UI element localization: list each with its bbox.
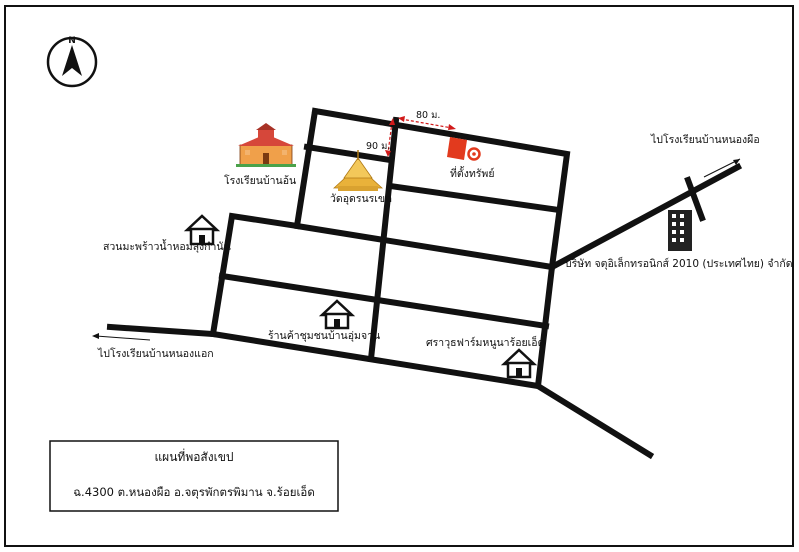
north-arrow-icon: N [46, 36, 98, 88]
property-label: ที่ตั้งทรัพย์ [450, 166, 495, 180]
temple-label: วัดอุดรนรเขต [330, 193, 392, 205]
arrow-to-nongmue-icon [703, 158, 741, 178]
company-label: บริษัท จตุอิเล็กทรอนิกส์ 2010 (ประเทศไทย… [565, 256, 793, 270]
distance-arrow-horizontal [398, 116, 456, 130]
legend-address: ฉ.4300 ต.หนองผือ อ.จตุรพักตรพิมาน จ.ร้อย… [73, 484, 315, 499]
distance-label-vertical: 90 ม. [366, 141, 390, 152]
pharmacy-house-icon [500, 348, 538, 379]
road-network [106, 107, 743, 460]
map-frame [4, 5, 794, 547]
legend-title: แผนที่พอสังเขป [154, 448, 233, 464]
arrow-to-nongkaek-icon [92, 333, 151, 341]
garden-label: สวนมะพร้าวน้ำหอมลุงกำนัน [103, 239, 231, 253]
property-marker-icon [447, 137, 481, 161]
to-nongmue-label: ไปโรงเรียนบ้านหนองผือ [650, 133, 760, 146]
north-label: N [68, 36, 76, 46]
distance-label-horizontal: 80 ม. [416, 110, 440, 121]
company-building-icon [668, 210, 692, 251]
distance-arrow-vertical [385, 118, 395, 157]
garden-house-icon [183, 214, 221, 246]
legend-box: แผนที่พอสังเขป ฉ.4300 ต.หนองผือ อ.จตุรพั… [49, 440, 339, 512]
school-nearby-label: โรงเรียนบ้านอ้น [224, 174, 296, 187]
temple-icon [332, 150, 384, 191]
school-icon [236, 123, 296, 167]
shop-label: ร้านค้าชุมชนบ้านอุ่มจาน [268, 330, 380, 342]
to-nongkaek-label: ไปโรงเรียนบ้านหนองแอก [97, 347, 214, 360]
shop-house-icon [318, 299, 356, 330]
pharmacy-label: ศราวุธฟาร์มหนูนาร้อยเอ็ด [426, 335, 544, 349]
